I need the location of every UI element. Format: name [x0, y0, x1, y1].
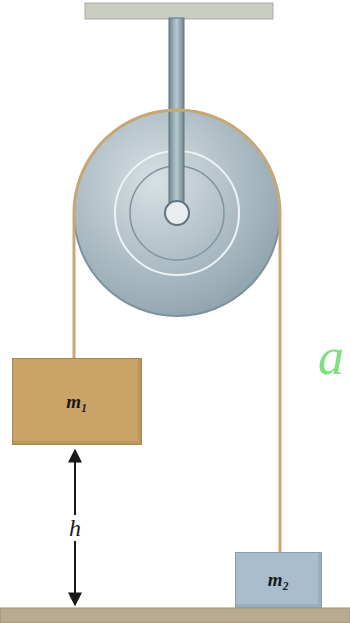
rope	[74, 110, 280, 552]
mass-block: m₁	[12, 358, 142, 445]
pulley-hub	[165, 201, 189, 225]
height-label: h	[66, 515, 84, 541]
mass-block: m₂	[235, 552, 322, 608]
mass-label: m₁	[66, 391, 87, 413]
support-rod	[169, 18, 184, 213]
mass-label: m₂	[268, 569, 289, 591]
floor	[0, 608, 350, 623]
ceiling	[85, 3, 273, 19]
acceleration-label: a	[315, 330, 347, 384]
